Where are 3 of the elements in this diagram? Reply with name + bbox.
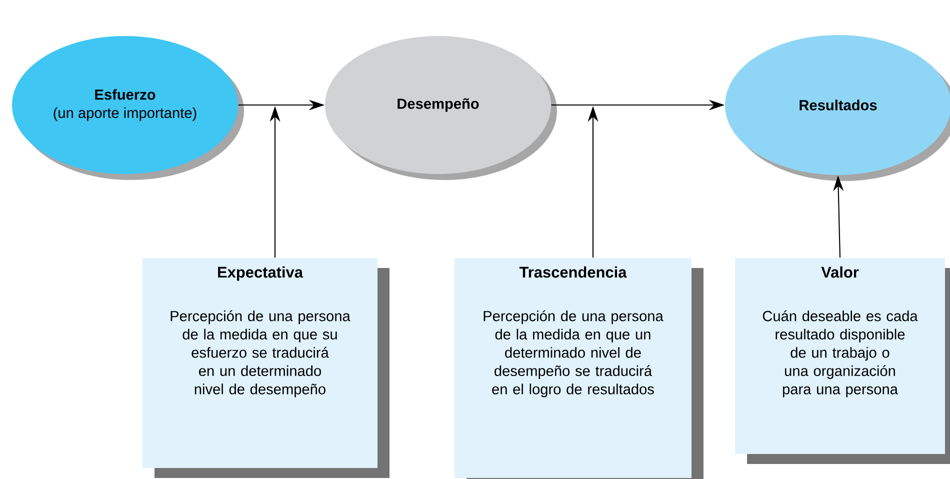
concept-box: Expectativa Percepción de una persona de la medida en que su esfuerzo se traducirá en un determinado nivel de desempeño <box>142 258 390 478</box>
concept-box: Valor Cuán deseable es cada resultado disponible de un trabajo o una organización para una persona <box>735 258 950 464</box>
concept-box: Trascendencia Percepción de una persona de la medida en que un determinado nivel de desempeño se traducirá en el logro de resultados <box>454 258 704 479</box>
